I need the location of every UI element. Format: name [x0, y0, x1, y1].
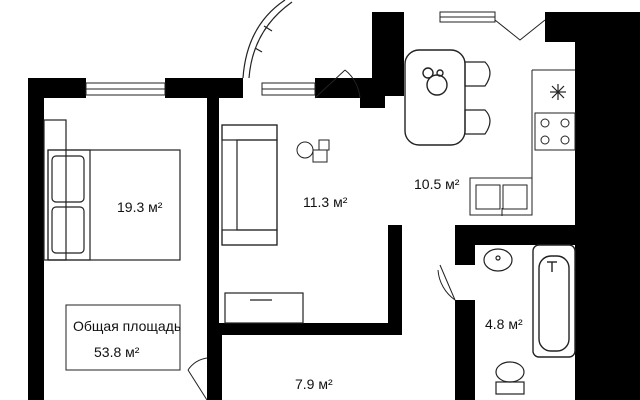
door-icon: [187, 19, 546, 400]
bed-icon: [43, 119, 181, 261]
hall-area-label: 7.9 м²: [295, 376, 333, 392]
tv-stand: [224, 292, 304, 324]
sink-icon: [475, 184, 528, 216]
total-area-value: 53.8 м²: [94, 344, 140, 360]
walls: [28, 12, 640, 400]
toilet-icon: [495, 361, 525, 395]
sofa-icon: [221, 124, 278, 246]
stove-icon: [534, 112, 576, 151]
total-area-box: [65, 304, 181, 371]
counter: [469, 69, 575, 216]
washbasin-icon: [483, 248, 513, 272]
snowflake-icon: [550, 84, 566, 100]
balcony: [242, 0, 293, 79]
living-area-label: 11.3 м²: [303, 194, 348, 210]
bedroom-area-label: 19.3 м²: [117, 199, 163, 215]
kitchen-area-label: 10.5 м²: [414, 176, 460, 192]
ceiling-light-icon: [296, 139, 330, 163]
bathtub-icon: [532, 244, 576, 358]
bathroom-area-label: 4.8 м²: [485, 316, 523, 332]
chair-icon: [464, 61, 491, 135]
total-area-label: Общая площадь: [73, 318, 181, 334]
table-icon: [404, 49, 466, 146]
window-icon: [85, 11, 496, 96]
